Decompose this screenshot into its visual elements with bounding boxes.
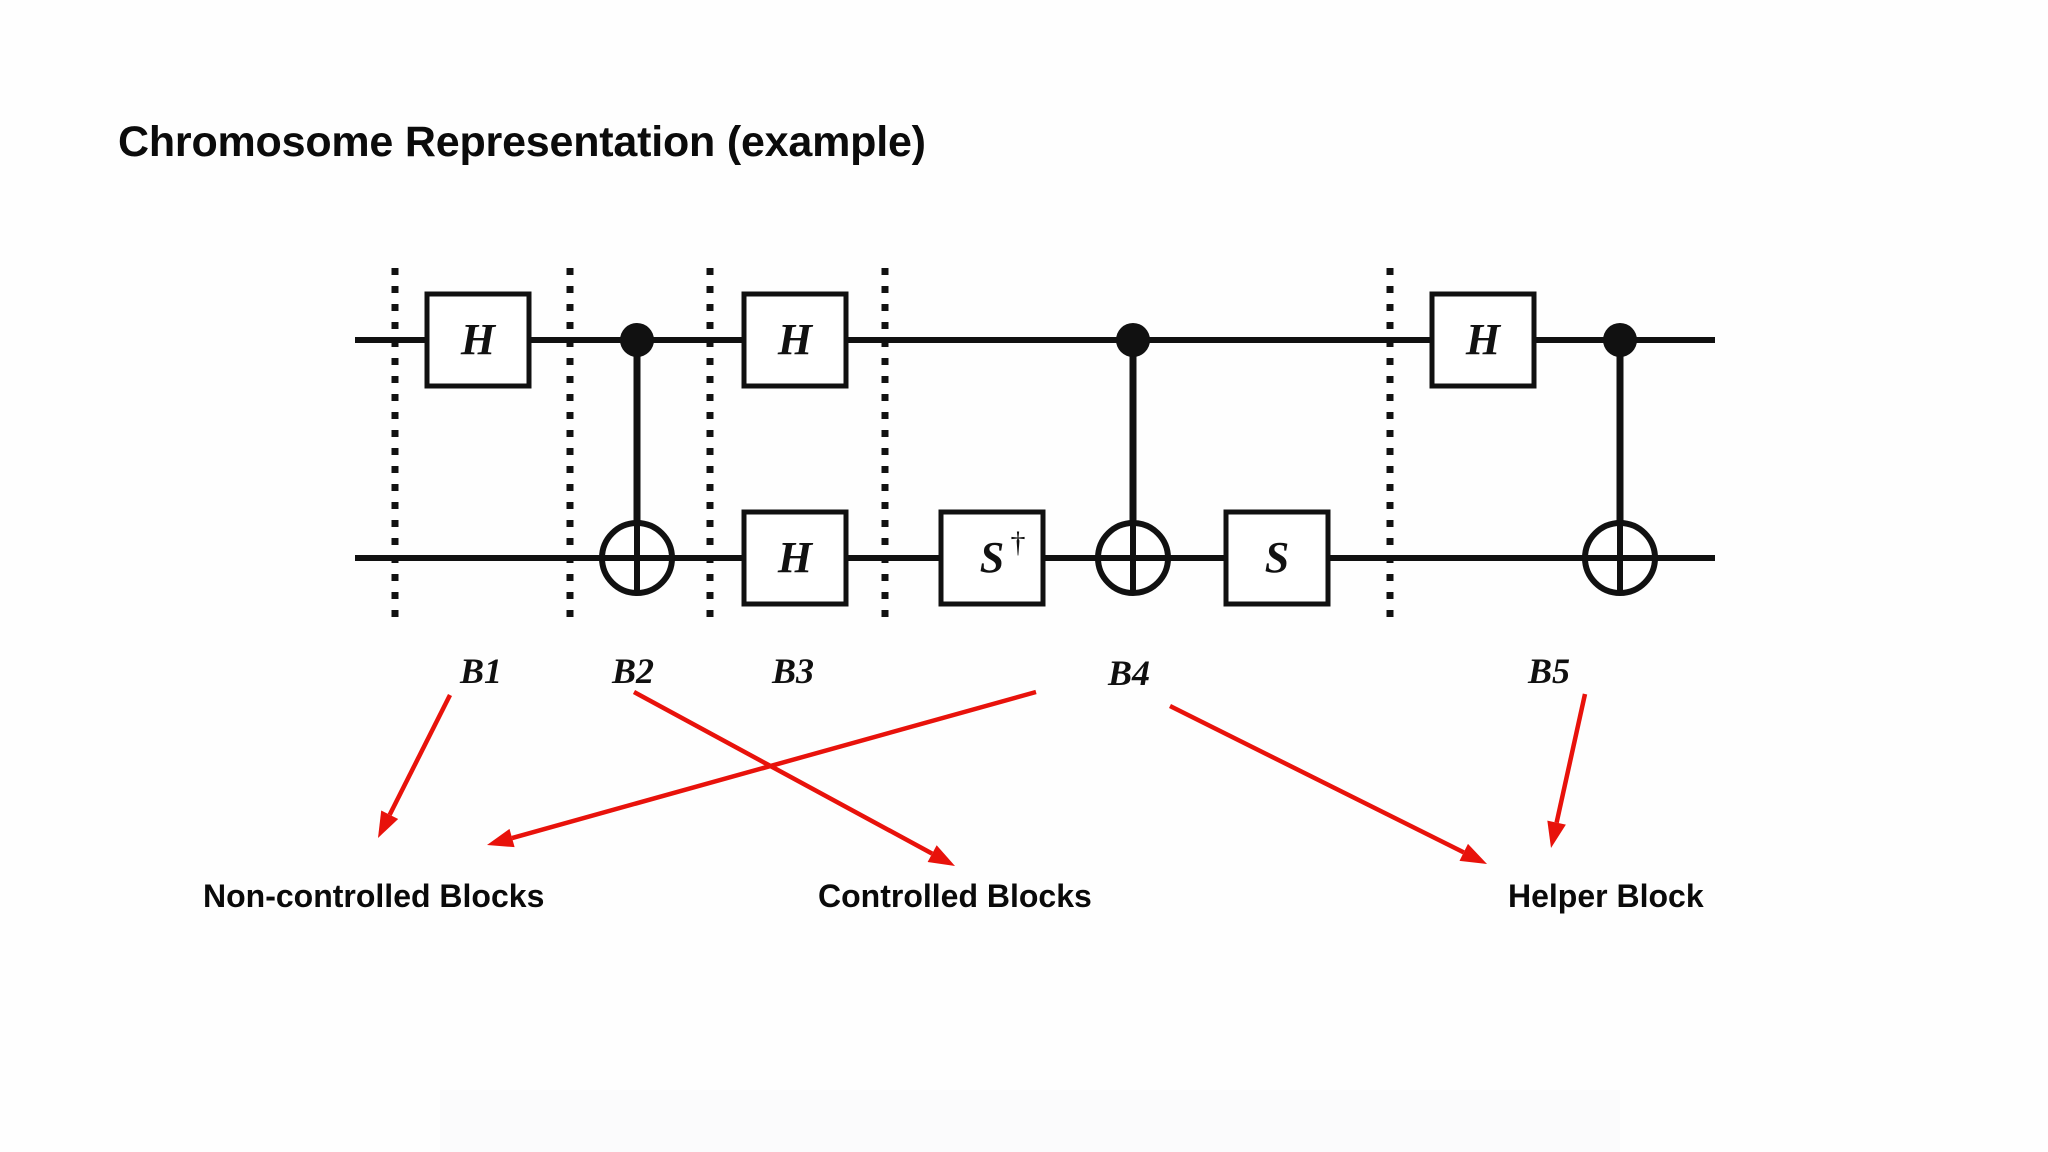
gate-h-g8[interactable]: H — [1429, 291, 1537, 389]
gate-h-g1[interactable]: H — [424, 291, 532, 389]
block-label-b4: B4 — [1108, 653, 1151, 693]
gate-label: H — [460, 315, 497, 364]
gate-cnot-g6[interactable] — [1095, 323, 1171, 596]
caption-helper-block: Helper Block — [1508, 878, 1704, 914]
arrow-b3 — [487, 689, 1037, 848]
arrow-shaft — [632, 690, 934, 856]
gate-h-g3[interactable]: H — [741, 291, 849, 389]
block-label-b2: B2 — [612, 651, 655, 691]
page-title: Chromosome Representation (example) — [118, 118, 926, 166]
gate-label: H — [777, 533, 814, 582]
arrow-head-icon — [1459, 843, 1487, 864]
cnot-control-dot-icon — [1116, 323, 1150, 357]
arrow-shaft — [387, 693, 453, 816]
block-separators-layer — [391, 268, 1394, 628]
arrow-b1 — [378, 693, 453, 838]
annotation-arrows-layer — [378, 689, 1588, 866]
gate-label: H — [1465, 315, 1502, 364]
arrow-head-icon — [1547, 820, 1566, 848]
gate-s-dagger-g5[interactable]: S† — [938, 509, 1046, 607]
gate-h-g4[interactable]: H — [741, 509, 849, 607]
gate-label: H — [777, 315, 814, 364]
block-label-b3: B3 — [772, 651, 815, 691]
page-tint-band — [440, 1090, 1620, 1152]
arrow-head-icon — [927, 845, 955, 866]
arrow-head-icon — [378, 810, 399, 838]
arrow-shaft — [511, 689, 1037, 841]
arrow-b5 — [1547, 693, 1588, 848]
caption-controlled-blocks: Controlled Blocks — [818, 878, 1092, 914]
caption-non-controlled-blocks: Non-controlled Blocks — [203, 878, 545, 914]
gate-label: S — [980, 533, 1004, 582]
arrow-shaft — [1554, 693, 1588, 824]
gate-box — [741, 509, 849, 607]
block-label-b1: B1 — [460, 651, 503, 691]
gate-s-g7[interactable]: S — [1223, 509, 1331, 607]
arrow-shaft — [1168, 703, 1465, 855]
gate-box — [1429, 291, 1537, 389]
gate-box — [741, 291, 849, 389]
cnot-control-dot-icon — [1603, 323, 1637, 357]
arrow-head-icon — [487, 828, 515, 848]
gate-box — [1223, 509, 1331, 607]
gate-box — [938, 509, 1046, 607]
cnot-control-dot-icon — [620, 323, 654, 357]
arrow-b4 — [1168, 703, 1487, 864]
dagger-superscript-icon: † — [1011, 526, 1026, 559]
gate-box — [424, 291, 532, 389]
arrow-b2 — [632, 690, 955, 866]
gate-label: S — [1265, 533, 1289, 582]
block-label-b5: B5 — [1528, 651, 1571, 691]
gate-cnot-g9[interactable] — [1582, 323, 1658, 596]
gate-cnot-g2[interactable] — [599, 323, 675, 596]
